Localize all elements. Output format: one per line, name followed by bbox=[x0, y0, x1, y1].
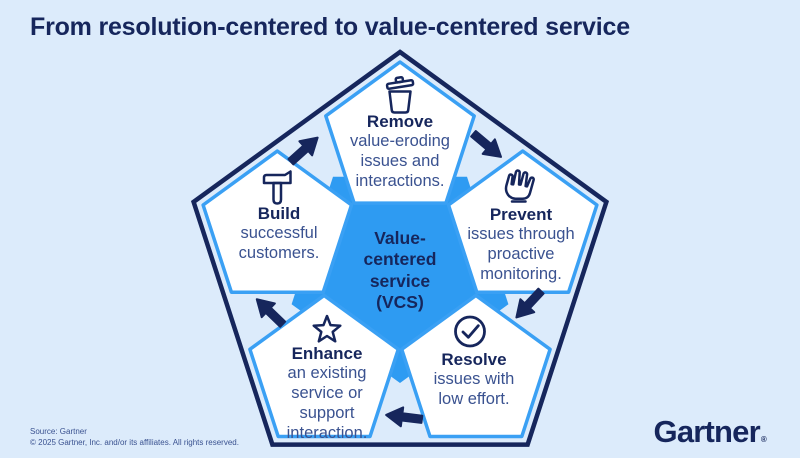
segment-description: issues with low effort. bbox=[433, 370, 515, 409]
segment-keyword: Enhance bbox=[291, 344, 363, 363]
page-title: From resolution-centered to value-center… bbox=[30, 13, 630, 41]
segment-shape-remove bbox=[324, 60, 476, 205]
segment-keyword: Build bbox=[257, 204, 301, 223]
segment-shape-resolve bbox=[399, 293, 552, 439]
segment-label-prevent: Prevent issues through proactive monitor… bbox=[452, 205, 590, 285]
segment-keyword: Remove bbox=[366, 112, 434, 131]
arrow-prevent-to-resolve bbox=[515, 287, 545, 319]
arrow-build-to-remove bbox=[287, 136, 319, 166]
segment-label-resolve: Resolve issues with low effort. bbox=[420, 350, 528, 410]
copyright-line: © 2025 Gartner, Inc. and/or its affiliat… bbox=[30, 438, 239, 448]
segment-shape-build bbox=[201, 149, 354, 294]
segment-label-enhance: Enhance an existing service or support i… bbox=[273, 344, 381, 444]
segment-label-remove: Remove value-eroding issues and interact… bbox=[334, 112, 466, 192]
arrow-resolve-to-enhance bbox=[385, 406, 424, 428]
arrow-enhance-to-build bbox=[255, 298, 287, 328]
segment-shape-prevent bbox=[446, 149, 599, 294]
arrow-remove-to-prevent bbox=[470, 130, 503, 158]
gartner-wordmark: Gartner bbox=[653, 414, 761, 449]
gartner-logo: Gartner® bbox=[654, 414, 767, 450]
source-line: Source: Gartner bbox=[30, 426, 87, 436]
segment-description: successful customers. bbox=[238, 224, 320, 263]
star-icon bbox=[312, 314, 342, 343]
footer-attribution: Source: Gartner © 2025 Gartner, Inc. and… bbox=[30, 426, 239, 449]
hammer-icon bbox=[262, 170, 292, 205]
segment-description: issues through proactive monitoring. bbox=[467, 225, 575, 283]
segment-keyword: Prevent bbox=[489, 205, 553, 224]
check-circle-icon bbox=[454, 315, 486, 348]
segment-description: value-eroding issues and interactions. bbox=[350, 132, 450, 190]
raised-hand-icon bbox=[504, 169, 535, 203]
outer-pentagon bbox=[190, 49, 610, 447]
segment-shape-enhance bbox=[248, 293, 401, 439]
registered-mark: ® bbox=[760, 435, 767, 444]
segment-description: an existing service or support interacti… bbox=[286, 364, 368, 442]
segment-keyword: Resolve bbox=[441, 350, 507, 369]
segment-label-build: Build successful customers. bbox=[212, 204, 346, 264]
center-label: Value-centered service (VCS) bbox=[363, 228, 437, 313]
trash-icon bbox=[385, 75, 415, 114]
